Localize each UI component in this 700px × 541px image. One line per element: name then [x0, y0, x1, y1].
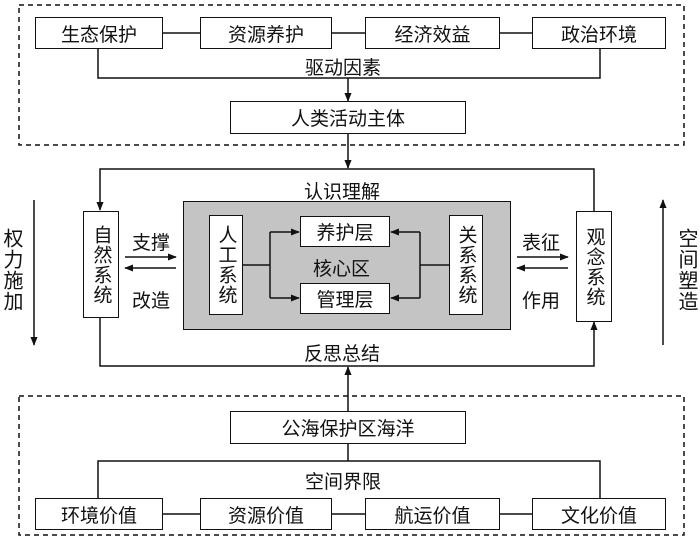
space-shaping-label: 空间塑造 — [675, 228, 699, 312]
driver-box-resource: 资源养护 — [200, 17, 332, 49]
space-boundary-label: 空间界限 — [305, 471, 382, 493]
top-dashed-frame — [18, 4, 685, 146]
drivers-label: 驱动因素 — [305, 57, 382, 79]
conservation-layer-box: 养护层 — [300, 216, 390, 247]
power-imposition-label: 权力施加 — [0, 228, 24, 312]
relation-system-box: 关系系统 — [449, 215, 483, 315]
represent-label: 表征 — [522, 232, 561, 254]
concept-system-box: 观念系统 — [576, 211, 612, 322]
cycle-bottom-label: 反思总结 — [304, 343, 381, 365]
actor-box: 人类活动主体 — [230, 101, 466, 134]
management-layer-box: 管理层 — [300, 283, 390, 314]
core-zone-label: 核心区 — [313, 258, 371, 280]
driver-box-ecology: 生态保护 — [35, 17, 163, 49]
artificial-system-box: 人工系统 — [209, 215, 243, 315]
transform-label: 改造 — [132, 290, 171, 312]
value-box-culture: 文化价值 — [532, 498, 666, 530]
bottom-dashed-frame — [18, 395, 685, 536]
value-box-environment: 环境价值 — [35, 498, 163, 530]
support-label: 支撑 — [132, 232, 171, 254]
driver-box-politics: 政治环境 — [532, 17, 666, 49]
value-box-resource: 资源价值 — [200, 498, 332, 530]
cycle-top-label: 认识理解 — [304, 181, 381, 203]
effect-label: 作用 — [522, 290, 561, 312]
driver-box-economy: 经济效益 — [365, 17, 500, 49]
ocean-box: 公海保护区海洋 — [230, 411, 466, 444]
natural-system-box: 自然系统 — [83, 211, 119, 318]
value-box-shipping: 航运价值 — [365, 498, 500, 530]
